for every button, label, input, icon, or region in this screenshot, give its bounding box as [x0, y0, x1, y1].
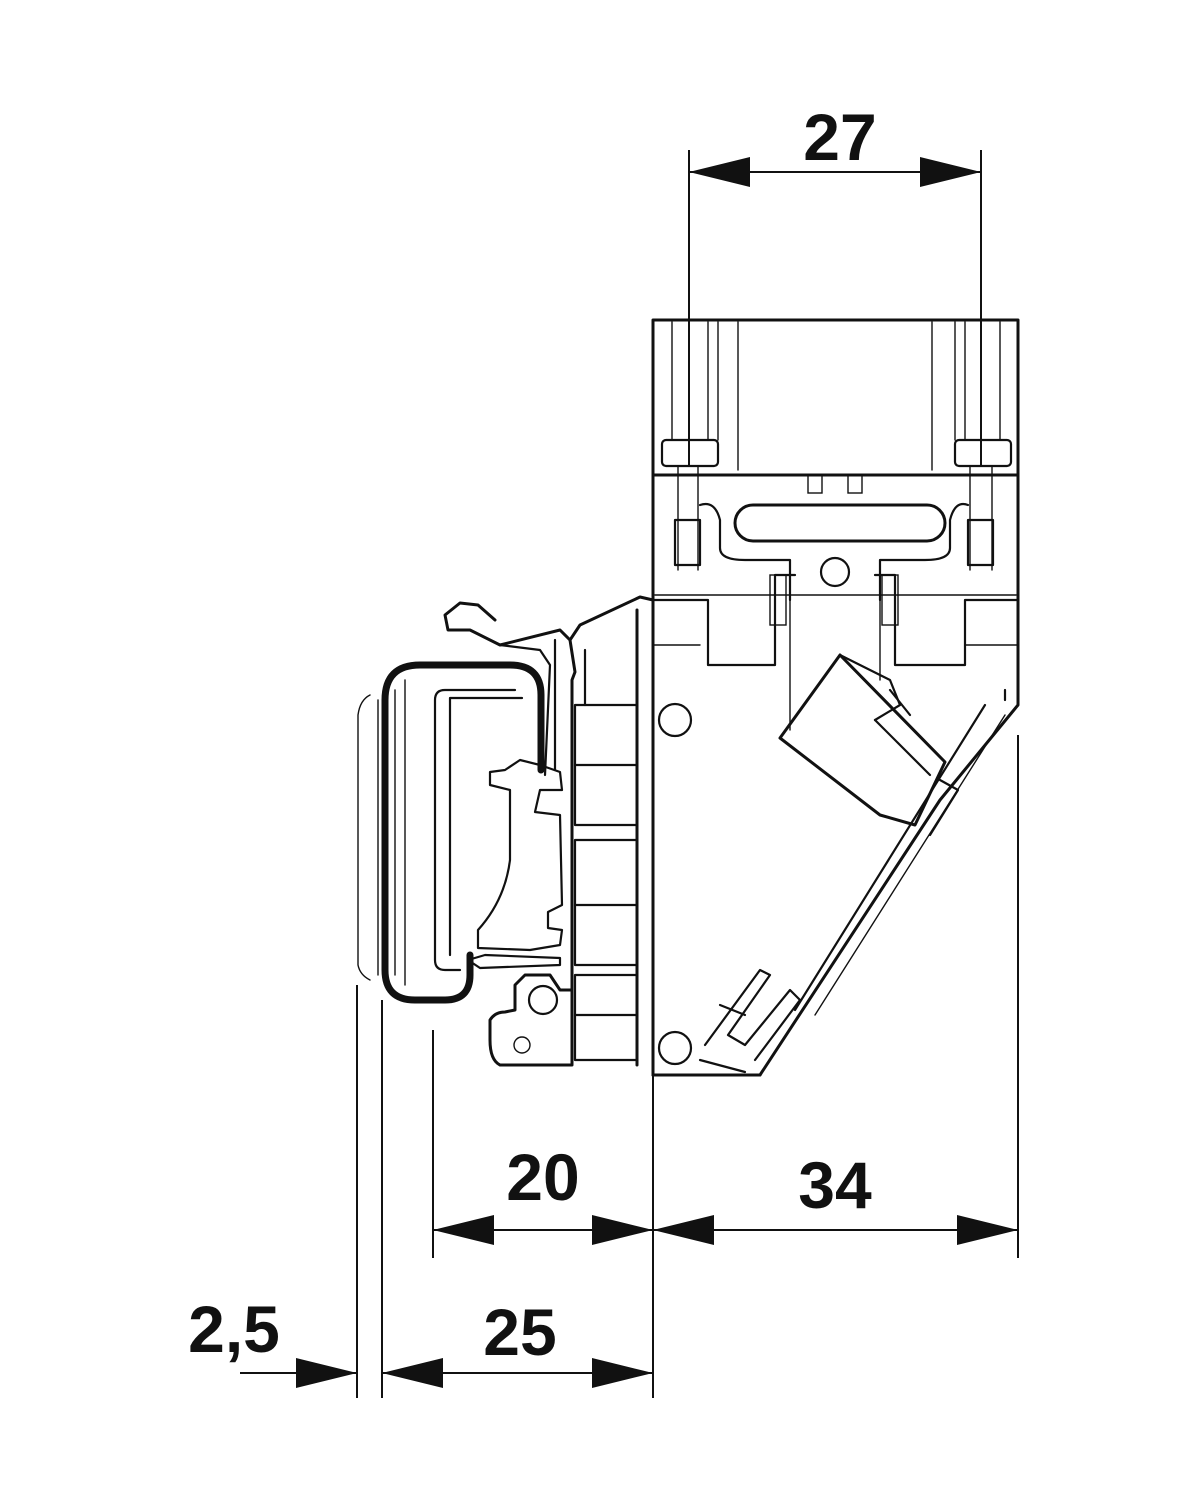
arrowhead-right — [592, 1358, 653, 1388]
din-rail — [357, 661, 545, 1004]
dimension-25: 25 — [382, 1295, 653, 1388]
dimension-label-20: 20 — [506, 1140, 579, 1214]
dimension-20: 20 — [433, 1140, 653, 1245]
mounting-hole-upper — [657, 702, 693, 738]
angled-housing — [651, 653, 1020, 1077]
arrowhead-right — [592, 1215, 653, 1245]
mounting-hole-foot — [527, 984, 559, 1016]
arrowhead-left — [433, 1215, 494, 1245]
arrowhead-left — [653, 1215, 714, 1245]
dimension-27: 27 — [688, 100, 982, 465]
screw-head-left — [660, 438, 720, 468]
arrowhead-right — [296, 1358, 357, 1388]
dimension-label-34: 34 — [798, 1148, 872, 1222]
mounting-hole-lower — [657, 1030, 693, 1066]
dimension-label-25: 25 — [483, 1295, 556, 1369]
dimension-label-27: 27 — [803, 100, 876, 174]
arrowhead-left — [689, 157, 750, 187]
connector-plug — [778, 653, 947, 827]
center-hole — [819, 556, 851, 588]
arrowhead-left — [382, 1358, 443, 1388]
arrowhead-right — [957, 1215, 1018, 1245]
mounting-foot — [443, 595, 693, 1067]
dimension-34: 34 — [653, 1148, 1018, 1245]
clamp-body — [651, 465, 1020, 1077]
dimension-label-2-5: 2,5 — [188, 1292, 280, 1366]
dimension-2-5: 2,5 — [188, 1292, 357, 1388]
arrowhead-right — [920, 157, 981, 187]
center-slot — [733, 503, 947, 543]
upper-housing — [651, 318, 1020, 494]
screw-head-right — [953, 438, 1013, 468]
